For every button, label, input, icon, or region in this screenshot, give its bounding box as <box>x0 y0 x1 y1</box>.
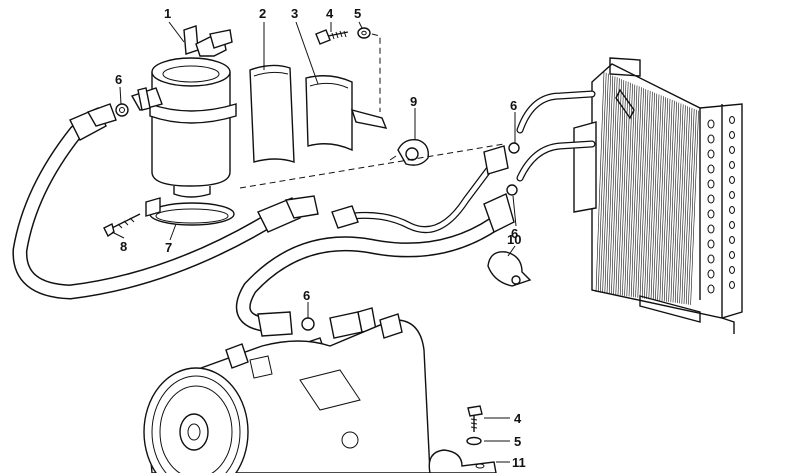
callout-6-lower-right: 6 <box>511 226 518 241</box>
suction-hose-left <box>12 103 319 300</box>
callout-10: 10 <box>507 232 521 247</box>
hose-clip-10 <box>487 251 532 287</box>
callout-9: 9 <box>410 94 417 109</box>
o-ring-left <box>115 103 129 117</box>
screw-8 <box>103 213 141 238</box>
callout-2: 2 <box>259 6 266 21</box>
grommet-9 <box>389 139 429 166</box>
condenser-tank-holes <box>707 116 735 294</box>
bolt-top <box>315 29 349 45</box>
callout-3: 3 <box>291 6 298 21</box>
callout-1: 1 <box>164 6 171 21</box>
condenser-fins <box>595 71 699 305</box>
callout-8: 8 <box>120 239 127 254</box>
callout-11: 11 <box>512 455 526 470</box>
callout-6-left: 6 <box>115 72 122 87</box>
callout-6-compressor: 6 <box>303 288 310 303</box>
o-ring-condenser-upper <box>508 142 520 154</box>
callout-7: 7 <box>165 240 172 255</box>
leader-lines <box>111 21 517 463</box>
hose-clamp-7 <box>145 197 235 226</box>
condenser-pipes <box>516 90 596 182</box>
callout-labels: 1 2 3 4 5 6 6 6 6 7 8 9 10 4 5 11 <box>115 6 526 470</box>
callout-5-top: 5 <box>354 6 361 21</box>
strap-half-2 <box>249 64 295 163</box>
bracket-11 <box>428 449 497 473</box>
bolt-bottom <box>467 405 483 432</box>
washer-bottom <box>466 436 482 446</box>
receiver-drier <box>130 25 237 198</box>
ac-compressor <box>143 313 431 473</box>
pressure-pipe <box>331 145 509 234</box>
callout-4-top: 4 <box>326 6 334 21</box>
callout-5-bottom: 5 <box>514 434 521 449</box>
callout-6-upper-right: 6 <box>510 98 517 113</box>
condenser <box>573 57 743 334</box>
callout-4-bottom: 4 <box>514 411 522 426</box>
discharge-hose <box>235 193 515 337</box>
washer-top <box>357 27 371 39</box>
strap-half-3 <box>305 75 388 152</box>
o-ring-condenser-lower <box>506 184 518 196</box>
